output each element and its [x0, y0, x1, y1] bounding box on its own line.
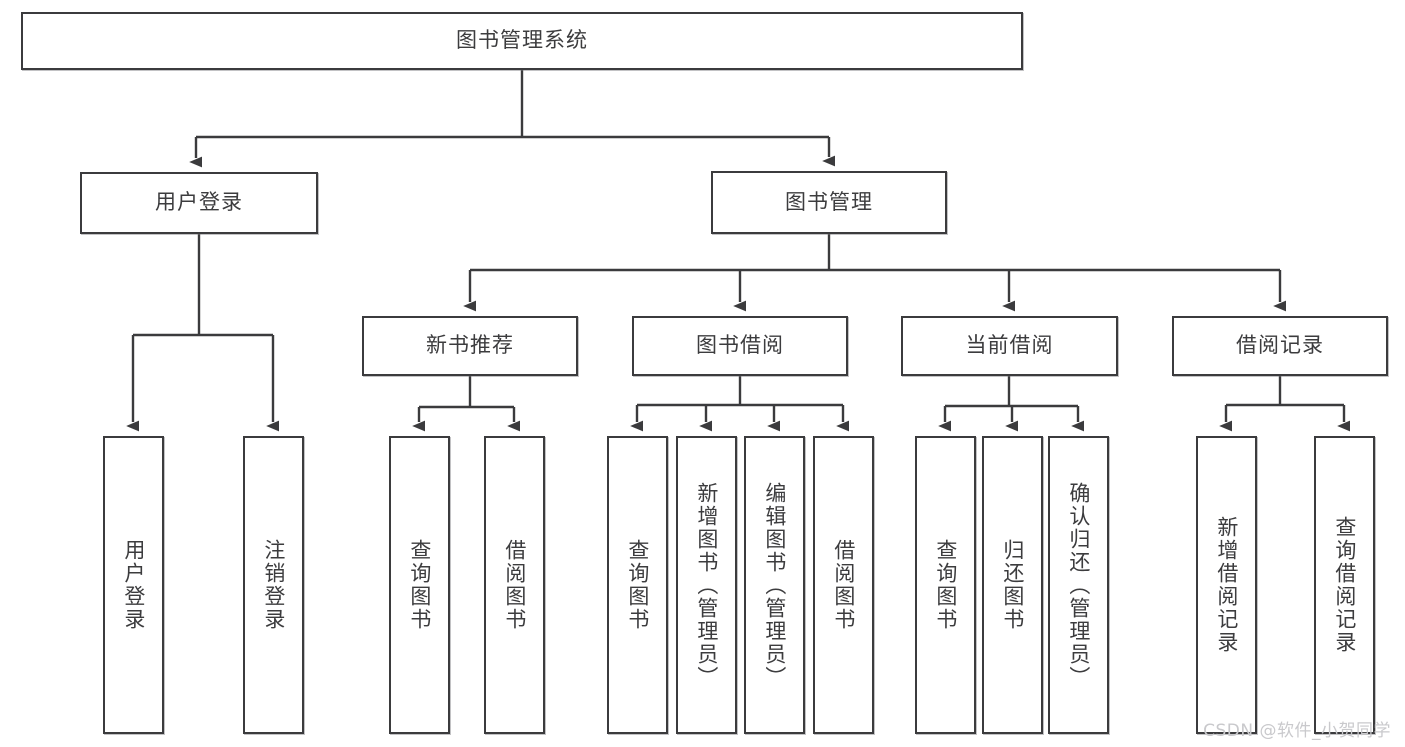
node-leaf-add-record[interactable]: 新增借阅记录: [1196, 436, 1257, 734]
node-leaf-borrow-book-1-label: 借阅图书: [502, 539, 527, 631]
node-leaf-logout[interactable]: 注销登录: [243, 436, 304, 734]
watermark: CSDN @软件_小贺同学: [1203, 721, 1391, 741]
node-leaf-query-book-2-label: 查询图书: [625, 539, 650, 631]
node-leaf-add-book-label: 新增图书（管理员）: [694, 481, 719, 689]
node-leaf-user-login[interactable]: 用户登录: [103, 436, 164, 734]
node-leaf-add-record-label: 新增借阅记录: [1214, 516, 1239, 654]
node-root-label: 图书管理系统: [456, 28, 588, 53]
node-leaf-user-login-label: 用户登录: [121, 539, 146, 631]
node-leaf-add-book[interactable]: 新增图书（管理员）: [676, 436, 737, 734]
node-leaf-query-record[interactable]: 查询借阅记录: [1314, 436, 1375, 734]
node-borrow-record[interactable]: 借阅记录: [1172, 316, 1388, 376]
node-book-borrow[interactable]: 图书借阅: [632, 316, 848, 376]
node-leaf-query-book-1-label: 查询图书: [407, 539, 432, 631]
node-root[interactable]: 图书管理系统: [21, 12, 1023, 70]
node-leaf-return-book[interactable]: 归还图书: [982, 436, 1043, 734]
node-leaf-borrow-book-1[interactable]: 借阅图书: [484, 436, 545, 734]
node-leaf-logout-label: 注销登录: [261, 539, 286, 631]
node-current-borrow-label: 当前借阅: [965, 333, 1054, 358]
node-book-manage-label: 图书管理: [785, 189, 873, 214]
node-leaf-query-book-2[interactable]: 查询图书: [607, 436, 668, 734]
node-leaf-borrow-book-2-label: 借阅图书: [831, 539, 856, 631]
node-user-login-label: 用户登录: [155, 190, 243, 215]
node-leaf-query-record-label: 查询借阅记录: [1332, 516, 1357, 654]
node-leaf-query-book-3[interactable]: 查询图书: [915, 436, 976, 734]
node-book-borrow-label: 图书借阅: [696, 333, 784, 358]
node-leaf-return-book-label: 归还图书: [1000, 539, 1025, 631]
node-leaf-borrow-book-2[interactable]: 借阅图书: [813, 436, 874, 734]
node-leaf-edit-book[interactable]: 编辑图书（管理员）: [744, 436, 805, 734]
node-new-book-recommend-label: 新书推荐: [426, 333, 514, 358]
node-user-login[interactable]: 用户登录: [80, 172, 318, 234]
node-book-manage[interactable]: 图书管理: [711, 171, 947, 234]
node-borrow-record-label: 借阅记录: [1236, 333, 1324, 358]
node-new-book-recommend[interactable]: 新书推荐: [362, 316, 578, 376]
node-leaf-confirm-return[interactable]: 确认归还（管理员）: [1048, 436, 1109, 734]
node-current-borrow[interactable]: 当前借阅: [901, 316, 1118, 376]
node-leaf-query-book-1[interactable]: 查询图书: [389, 436, 450, 734]
node-leaf-confirm-return-label: 确认归还（管理员）: [1066, 481, 1091, 689]
node-leaf-edit-book-label: 编辑图书（管理员）: [762, 481, 787, 689]
node-leaf-query-book-3-label: 查询图书: [933, 539, 958, 631]
